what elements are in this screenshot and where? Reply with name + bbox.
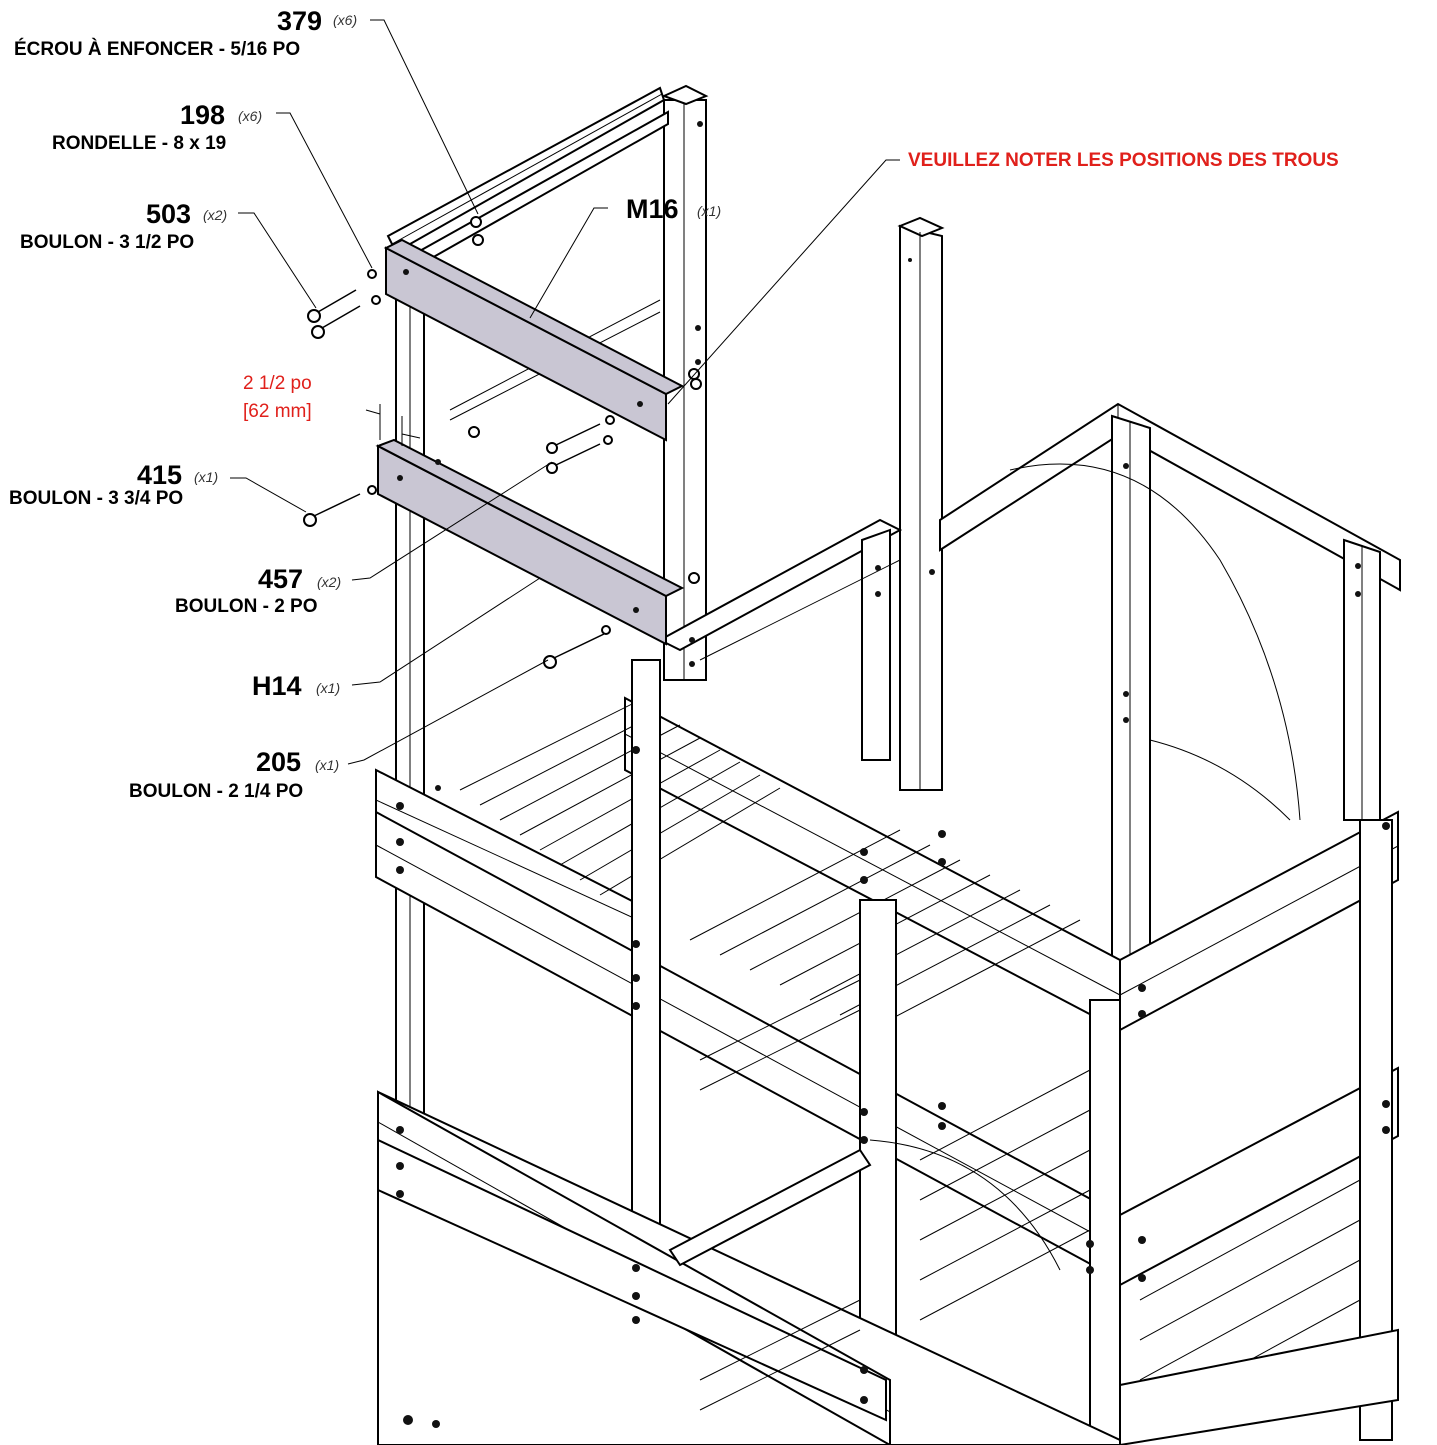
- leader-lines: [230, 19, 900, 765]
- part-quantity: (x1): [315, 757, 339, 773]
- part-quantity: (x6): [333, 12, 357, 28]
- part-description: BOULON - 3 3/4 PO: [9, 488, 183, 509]
- part-description: BOULON - 2 1/4 PO: [129, 781, 303, 802]
- part-number: 379: [277, 6, 322, 36]
- part-quantity: (x2): [317, 574, 341, 590]
- part-label-h14: H14 (x1): [252, 671, 340, 701]
- part-number: 205: [256, 747, 301, 777]
- part-label-198: 198 (x6) RONDELLE - 8 x 19: [52, 100, 262, 154]
- part-label-205: 205 (x1) BOULON - 2 1/4 PO: [129, 747, 339, 802]
- tower-frame: [375, 84, 1401, 1445]
- part-number: 198: [180, 100, 225, 130]
- part-quantity: (x2): [203, 207, 227, 223]
- part-quantity: (x1): [194, 469, 218, 485]
- part-label-415: 415 (x1) BOULON - 3 3/4 PO: [9, 460, 218, 509]
- part-number: 415: [137, 460, 182, 490]
- part-label-m16: M16 (x1): [626, 194, 721, 224]
- part-number: 457: [258, 564, 303, 594]
- dimension-imperial: 2 1/2 po: [243, 373, 312, 394]
- part-description: RONDELLE - 8 x 19: [52, 133, 226, 154]
- part-number: 503: [146, 199, 191, 229]
- part-quantity: (x1): [697, 203, 721, 219]
- part-label-503: 503 (x2) BOULON - 3 1/2 PO: [20, 199, 227, 253]
- part-m16-board: [383, 238, 685, 442]
- part-description: BOULON - 3 1/2 PO: [20, 232, 194, 253]
- part-label-379: 379 (x6) ÉCROU À ENFONCER - 5/16 PO: [14, 6, 357, 60]
- part-label-457: 457 (x2) BOULON - 2 PO: [175, 564, 341, 617]
- part-quantity: (x6): [238, 108, 262, 124]
- hardware: [303, 121, 1390, 1428]
- part-number: M16: [626, 194, 679, 224]
- part-description: BOULON - 2 PO: [175, 596, 318, 617]
- dimension-metric: [62 mm]: [243, 401, 312, 422]
- part-description: ÉCROU À ENFONCER - 5/16 PO: [14, 38, 300, 60]
- part-number: H14: [252, 671, 302, 701]
- dimension-marker: [365, 404, 421, 446]
- part-quantity: (x1): [316, 680, 340, 696]
- hole-position-note: VEUILLEZ NOTER LES POSITIONS DES TROUS: [908, 150, 1339, 171]
- part-h14-board: [375, 438, 685, 646]
